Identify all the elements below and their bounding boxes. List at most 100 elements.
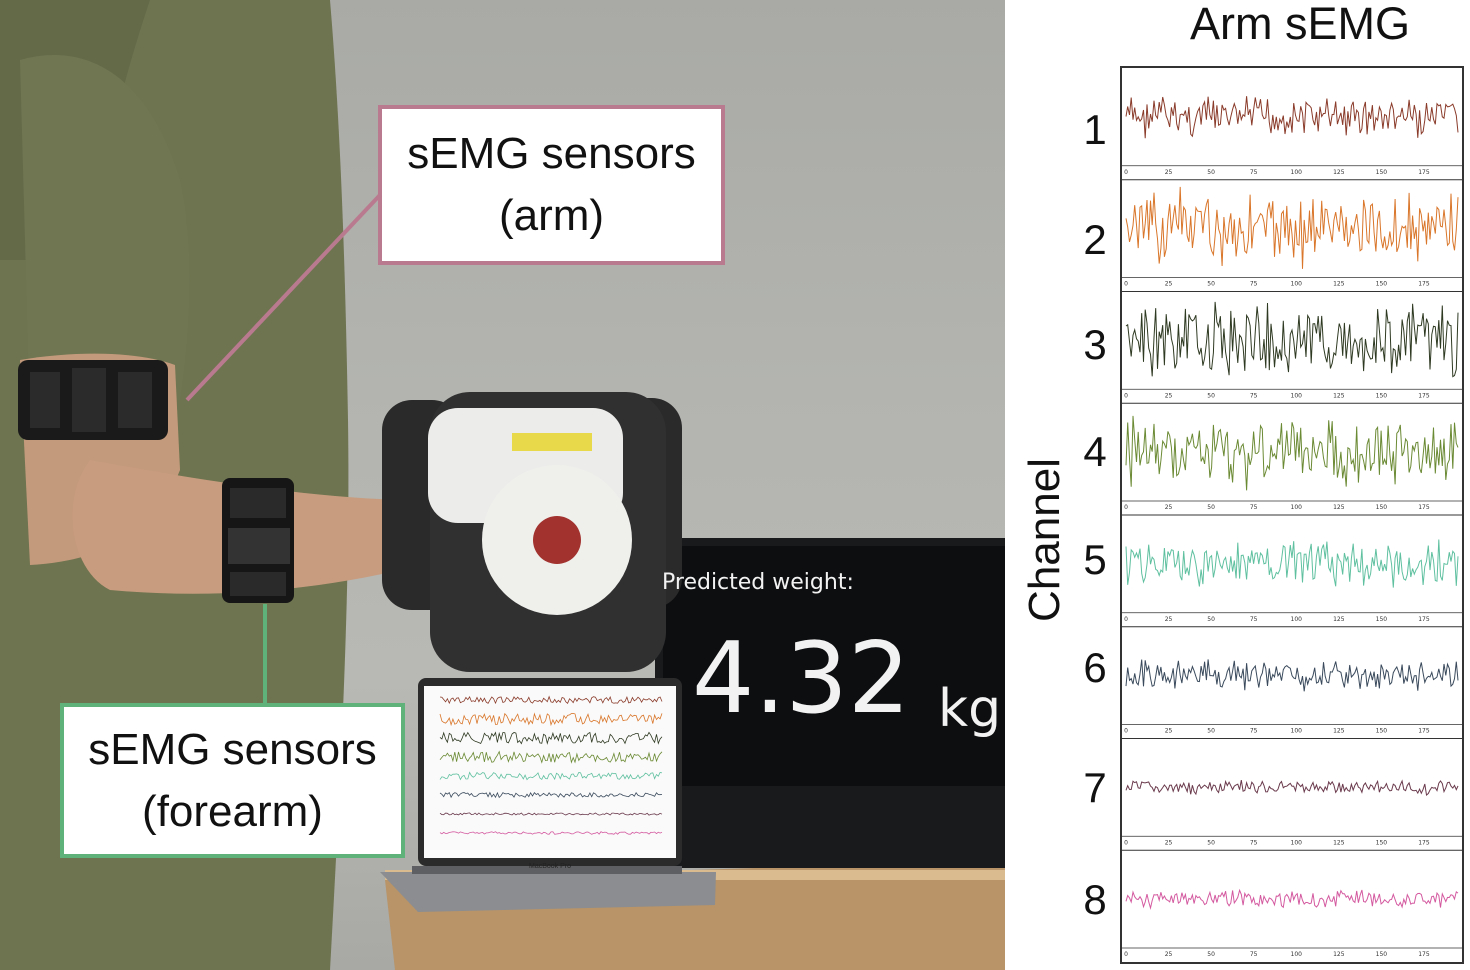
- channel-3-tick-label: 125: [1333, 392, 1345, 399]
- laptop-brand: MacBook Pro: [528, 863, 572, 870]
- channel-6-tick-label: 100: [1291, 728, 1303, 735]
- channel-2-tick-label: 150: [1376, 281, 1388, 288]
- channel-3-tick-label: 100: [1291, 392, 1303, 399]
- channel-5-tick-label: 0: [1124, 616, 1128, 623]
- laptop-trace: [439, 771, 663, 781]
- channel-1-tick-label: 150: [1376, 169, 1388, 176]
- channel-2-tick-label: 100: [1291, 281, 1303, 288]
- channel-1-trace: [1125, 96, 1459, 139]
- channel-8-tick-label: 125: [1333, 951, 1345, 958]
- channel-8-trace: [1125, 888, 1459, 910]
- channel-8-tick-label: 100: [1291, 951, 1303, 958]
- channel-4-trace: [1125, 415, 1459, 491]
- predicted-weight-label: Predicted weight:: [662, 570, 854, 595]
- channel-4-tick-label: 50: [1207, 504, 1215, 511]
- channel-8-tick-label: 150: [1376, 951, 1388, 958]
- channel-5-tick-label: 100: [1291, 616, 1303, 623]
- forearm-band-sensor: [222, 478, 294, 603]
- channel-1-tick-label: 100: [1291, 169, 1303, 176]
- forearm-callout-line2: (forearm): [142, 786, 323, 836]
- channel-1-tick-label: 125: [1333, 169, 1345, 176]
- channel-7-trace: [1125, 779, 1459, 796]
- channel-2-tick-label: 0: [1124, 281, 1128, 288]
- channel-number-4: 4: [1083, 428, 1107, 475]
- channel-4-tick-label: 100: [1291, 504, 1303, 511]
- channel-8-tick-label: 175: [1418, 951, 1430, 958]
- channel-number-5: 5: [1083, 536, 1107, 583]
- channel-1-tick-label: 25: [1165, 169, 1173, 176]
- channel-8-tick-label: 25: [1165, 951, 1173, 958]
- laptop: [380, 678, 716, 912]
- channel-2-tick-label: 25: [1165, 281, 1173, 288]
- panel-title: Arm sEMG: [1190, 0, 1410, 49]
- channel-6-tick-label: 50: [1207, 728, 1215, 735]
- channel-number-1: 1: [1083, 106, 1107, 153]
- channel-5-tick-label: 50: [1207, 616, 1215, 623]
- channel-1-tick-label: 75: [1250, 169, 1258, 176]
- channel-7-tick-label: 25: [1165, 839, 1173, 846]
- channel-3-tick-label: 150: [1376, 392, 1388, 399]
- channel-2-tick-label: 50: [1207, 281, 1215, 288]
- channel-3-tick-label: 50: [1207, 392, 1215, 399]
- channel-4-tick-label: 150: [1376, 504, 1388, 511]
- channel-7-tick-label: 150: [1376, 839, 1388, 846]
- laptop-trace: [439, 831, 663, 835]
- forearm-callout-line1: sEMG sensors: [88, 724, 377, 774]
- laptop-trace: [439, 791, 663, 799]
- photo-scene: [0, 0, 1005, 970]
- channel-5-tick-label: 150: [1376, 616, 1388, 623]
- laptop-trace: [439, 731, 663, 745]
- channel-7-tick-label: 0: [1124, 839, 1128, 846]
- channel-6-tick-label: 175: [1418, 728, 1430, 735]
- laptop-trace: [439, 750, 663, 764]
- channel-3-tick-label: 25: [1165, 392, 1173, 399]
- channel-axis-label: Channel: [1020, 458, 1069, 622]
- semg-plot-frame: 0 25 50 75 100 125 150 175 0 25 50 75 100 125 150 175 0 2…: [1120, 66, 1464, 964]
- channel-5-tick-label: 75: [1250, 616, 1258, 623]
- channel-3-tick-label: 175: [1418, 392, 1430, 399]
- channel-6-tick-label: 75: [1250, 728, 1258, 735]
- channel-number-7: 7: [1083, 764, 1107, 811]
- laptop-trace: [439, 695, 663, 705]
- laptop-trace: [439, 712, 663, 727]
- channel-4-tick-label: 0: [1124, 504, 1128, 511]
- channel-1-tick-label: 175: [1418, 169, 1430, 176]
- channel-number-3: 3: [1083, 321, 1107, 368]
- channel-5-tick-label: 25: [1165, 616, 1173, 623]
- predicted-weight-unit: kg: [938, 679, 1002, 739]
- channel-number-8: 8: [1083, 876, 1107, 923]
- channel-5-tick-label: 125: [1333, 616, 1345, 623]
- predicted-weight-value: 4.32: [692, 622, 911, 736]
- channel-2-tick-label: 75: [1250, 281, 1258, 288]
- channel-8-tick-label: 50: [1207, 951, 1215, 958]
- channel-7-tick-label: 75: [1250, 839, 1258, 846]
- channel-8-tick-label: 0: [1124, 951, 1128, 958]
- channel-2-tick-label: 175: [1418, 281, 1430, 288]
- channel-1-tick-label: 50: [1207, 169, 1215, 176]
- channel-number-2: 2: [1083, 216, 1107, 263]
- semg-traces: 0 25 50 75 100 125 150 175 0 25 50 75 100 125 150 175 0 2…: [1122, 96, 1462, 958]
- channel-number-6: 6: [1083, 644, 1107, 691]
- channel-4-tick-label: 125: [1333, 504, 1345, 511]
- arm-band-sensor: [18, 360, 168, 440]
- laptop-trace: [439, 812, 663, 816]
- channel-5-tick-label: 175: [1418, 616, 1430, 623]
- channel-3-tick-label: 0: [1124, 392, 1128, 399]
- channel-5-trace: [1125, 539, 1459, 588]
- channel-6-trace: [1125, 659, 1459, 692]
- channel-1-tick-label: 0: [1124, 169, 1128, 176]
- demo-photo: Predicted weight: 4.32 kg MacBook Pro sE…: [0, 0, 1005, 970]
- channel-7-tick-label: 175: [1418, 839, 1430, 846]
- arm-sensor-callout: sEMG sensors (arm): [378, 105, 725, 265]
- channel-4-tick-label: 175: [1418, 504, 1430, 511]
- channel-3-trace: [1125, 301, 1459, 378]
- channel-6-tick-label: 150: [1376, 728, 1388, 735]
- forearm-sensor-callout: sEMG sensors (forearm): [60, 703, 405, 858]
- channel-6-tick-label: 125: [1333, 728, 1345, 735]
- channel-2-tick-label: 125: [1333, 281, 1345, 288]
- weight-device: [382, 392, 682, 672]
- channel-6-tick-label: 0: [1124, 728, 1128, 735]
- arm-callout-line2: (arm): [498, 191, 605, 240]
- arm-callout-line: [185, 193, 382, 402]
- channel-4-tick-label: 25: [1165, 504, 1173, 511]
